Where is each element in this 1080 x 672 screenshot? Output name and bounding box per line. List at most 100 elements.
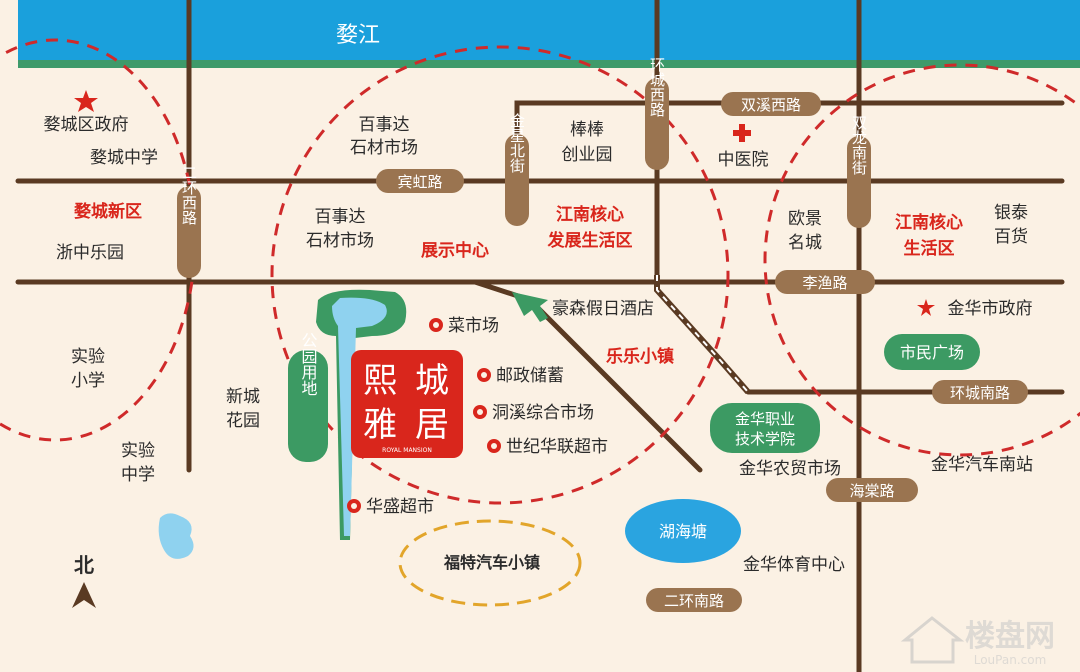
place-bangbang-a: 棒棒 [570, 120, 604, 140]
place-postal-savings: 邮政储蓄 [496, 366, 564, 386]
park-water [332, 297, 387, 536]
vocational-block [710, 403, 820, 453]
road-label-huancheng-west: 环城西路 [648, 57, 666, 117]
green-areas: 公园用地 市民广场 金华职业 技术学院 湖海塘 [158, 289, 980, 563]
road-label-huancheng-south: 环城南路 [950, 384, 1010, 402]
road-label-shuangxi: 双溪西路 [741, 96, 801, 114]
label-bg-liyu [775, 270, 875, 294]
park-land-label: 公园用地 [299, 332, 318, 396]
project-logo: 熙 城 雅 居 ROYAL MANSION [351, 350, 463, 458]
place-oujing-a: 欧景 [788, 209, 822, 229]
road-label-haitang: 海棠路 [849, 482, 894, 500]
district-jiangnan-dev-2: 发展生活区 [547, 230, 633, 251]
label-bg-huancheng-south [932, 380, 1028, 404]
district-exhibition: 展示中心 [421, 240, 489, 261]
small-lake [158, 513, 194, 559]
place-century-lianhua: 世纪华联超市 [506, 437, 608, 457]
railway-segment-dash [656, 275, 749, 393]
place-yintai-a: 银泰 [994, 203, 1028, 223]
label-bg-erhuan-west [177, 186, 201, 278]
place-xincheng-garden-b: 花园 [226, 411, 260, 431]
label-bg-shuanglong [847, 136, 871, 228]
place-vegetable-market: 菜市场 [448, 316, 499, 336]
road-labels: 双溪西路 宾虹路 李渔路 环城南路 海棠路 二环南路 二环西路 金星北街 环城西… [177, 57, 1028, 612]
dash-ellipse-ford [398, 519, 582, 607]
place-yintai-b: 百货 [994, 227, 1028, 247]
place-haosen-hotel: 豪森假日酒店 [552, 298, 654, 319]
place-zhezhong-park: 浙中乐园 [56, 243, 124, 263]
huhai-pond [625, 499, 741, 563]
watermark-logo: 楼盘网 [965, 619, 1055, 654]
riverbank [18, 60, 1080, 68]
road-label-binhong: 宾虹路 [397, 173, 442, 191]
dash-circle-center [270, 45, 730, 505]
place-oujing-b: 名城 [788, 233, 822, 253]
district-jiangnan-dev-1: 江南核心 [556, 204, 624, 225]
place-wucheng-middle: 婺城中学 [90, 148, 158, 168]
place-shiyan-middle-b: 中学 [121, 465, 155, 485]
park-land-block [288, 350, 328, 462]
watermark-house-icon [900, 616, 965, 664]
district-jiangnan-life-1: 江南核心 [895, 212, 963, 233]
place-shiyan-primary-b: 小学 [71, 371, 105, 391]
label-bg-huancheng-west [645, 78, 669, 170]
poi-markers [347, 318, 501, 513]
star-icon-jinhua-gov [917, 299, 935, 316]
dash-circle-east [763, 63, 1080, 457]
road-label-liyu: 李渔路 [802, 274, 847, 292]
place-baishida-2b: 石材市场 [306, 231, 374, 251]
project-char-2: 城 [415, 361, 449, 401]
project-logo-bg [351, 350, 463, 458]
road-label-erhuan-west: 二环西路 [180, 165, 198, 225]
road-label-erhuan-south: 二环南路 [664, 592, 724, 610]
place-sports-center: 金华体育中心 [743, 555, 845, 575]
place-huasheng: 华盛超市 [366, 497, 434, 517]
place-dongxi-market: 洞溪综合市场 [492, 403, 594, 423]
label-bg-jinxing [505, 134, 529, 226]
place-bus-station: 金华汽车南站 [931, 455, 1033, 475]
place-farm-market: 金华农贸市场 [739, 459, 841, 479]
place-xincheng-garden-a: 新城 [226, 387, 260, 407]
watermark: 楼盘网 LouPan.com [900, 616, 1055, 667]
project-char-1: 熙 [363, 361, 397, 401]
place-shiyan-primary-a: 实验 [71, 347, 105, 367]
road-label-jinxing: 金星北街 [508, 113, 526, 173]
river-wujiang [18, 0, 1080, 64]
place-bangbang-b: 创业园 [562, 145, 613, 165]
place-labels: 婺城区政府 婺城中学 浙中乐园 百事达 石材市场 百事达 石材市场 棒棒 创业园… [44, 115, 1034, 575]
civic-square-block [884, 334, 980, 370]
huhai-pond-label: 湖海塘 [659, 522, 707, 541]
north-arrow-icon [72, 582, 96, 608]
place-wucheng-gov: 婺城区政府 [44, 115, 129, 135]
district-labels: 婺城新区 江南核心 发展生活区 江南核心 生活区 展示中心 乐乐小镇 [74, 201, 963, 367]
star-icon-wucheng-gov [74, 90, 98, 112]
north-compass: 北 [72, 553, 96, 608]
label-bg-haitang [826, 478, 918, 502]
hospital-cross-icon [733, 124, 751, 142]
place-shiyan-middle-a: 实验 [121, 441, 155, 461]
watermark-url: LouPan.com [974, 653, 1047, 667]
vocational-label-1: 金华职业 [735, 410, 795, 428]
road-label-shuanglong: 双龙南街 [850, 115, 868, 175]
district-wucheng-new: 婺城新区 [74, 201, 142, 222]
project-char-3: 雅 [363, 405, 397, 445]
project-char-4: 居 [415, 405, 449, 445]
star-icons [74, 90, 935, 316]
project-subtitle: ROYAL MANSION [382, 447, 432, 454]
place-tcm-hospital: 中医院 [718, 150, 769, 170]
park-pond [316, 289, 407, 540]
civic-square-label: 市民广场 [900, 343, 964, 362]
vocational-label-2: 技术学院 [735, 430, 795, 448]
hotel-arrow-icon [512, 292, 548, 322]
ford-town-label: 福特汽车小镇 [443, 553, 540, 572]
river-label: 婺江 [336, 23, 380, 48]
place-baishida-1a: 百事达 [359, 115, 410, 135]
label-bg-erhuan-south [646, 588, 742, 612]
compass-label: 北 [74, 553, 94, 577]
district-lele-town: 乐乐小镇 [606, 346, 674, 367]
label-bg-binhong [376, 169, 464, 193]
place-baishida-1b: 石材市场 [350, 138, 418, 158]
place-baishida-2a: 百事达 [315, 207, 366, 227]
place-jinhua-gov: 金华市政府 [948, 299, 1033, 319]
